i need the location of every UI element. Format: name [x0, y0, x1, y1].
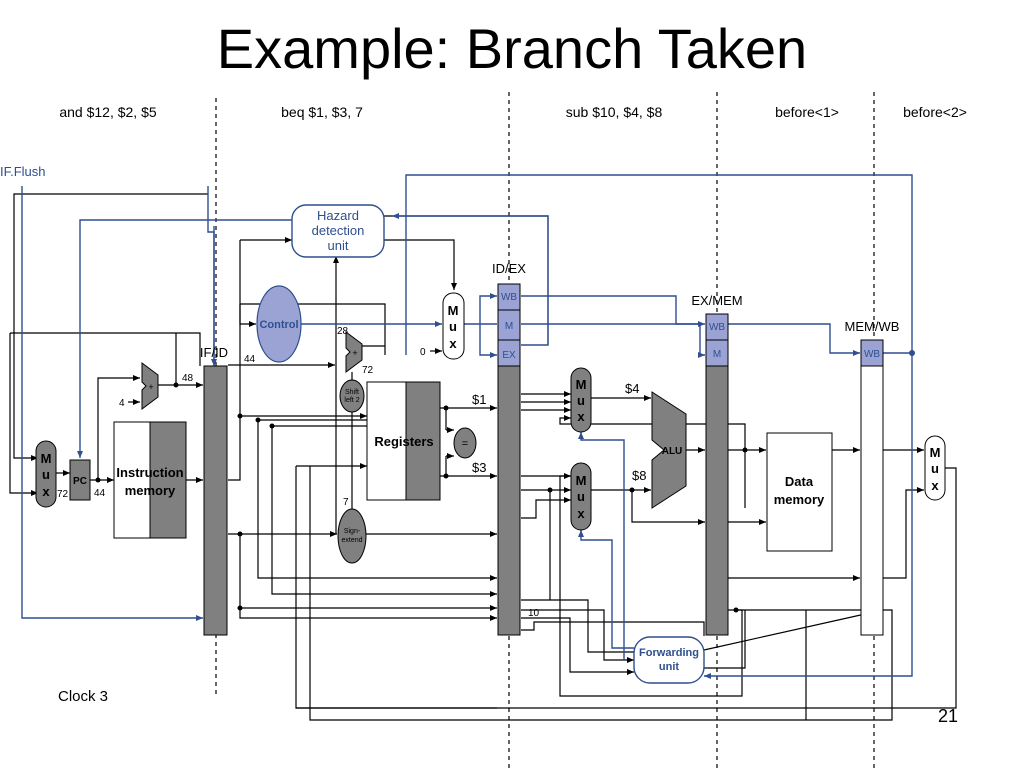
rd-field-value: 10 [528, 608, 540, 619]
pc-in-value: 72 [57, 489, 69, 500]
adder-out-value: 48 [182, 373, 194, 384]
hazard-detection-unit: Hazard detection unit [291, 204, 385, 258]
svg-text:memory: memory [774, 492, 825, 507]
writeback-mux: M u x [924, 435, 946, 501]
alu-mux-b: M u x [570, 462, 592, 531]
rt-value: $3 [472, 460, 486, 475]
svg-text:u: u [42, 467, 50, 482]
svg-text:Hazard: Hazard [317, 208, 359, 223]
alu-mux-a: M u x [570, 367, 592, 433]
pc-out-value: 44 [94, 488, 106, 499]
svg-text:u: u [577, 393, 585, 408]
instruction-memory: Instruction memory [113, 421, 187, 539]
svg-text:M: M [713, 349, 721, 360]
control-mux: M u x [442, 292, 465, 360]
id-ex-label: ID/EX [492, 261, 526, 276]
clock-label: Clock 3 [58, 688, 108, 705]
branch-adder: + [345, 331, 363, 373]
instruction-if: and $12, $2, $5 [59, 104, 157, 120]
slide-title: Example: Branch Taken [216, 17, 808, 80]
svg-text:M: M [41, 451, 52, 466]
slide-number: 21 [938, 706, 959, 726]
id-ex-register: WB M EX [497, 283, 521, 636]
instruction-wb: before<2> [903, 104, 967, 120]
svg-text:u: u [931, 461, 939, 476]
svg-text:x: x [577, 506, 585, 521]
ifid-pc-value: 44 [244, 354, 256, 365]
svg-text:x: x [931, 478, 939, 493]
rs-value: $1 [472, 392, 486, 407]
branch-target-value: 72 [362, 365, 374, 376]
shift-left-2: Shift left 2 [339, 379, 365, 413]
sign-in-value: 7 [343, 497, 349, 508]
svg-text:M: M [576, 377, 587, 392]
pc-adder: + [141, 362, 159, 410]
alu-b-value: $8 [632, 468, 646, 483]
svg-text:Control: Control [259, 319, 298, 331]
svg-text:M: M [576, 473, 587, 488]
equality-comparator: = [453, 427, 477, 459]
svg-text:Forwarding: Forwarding [639, 647, 699, 659]
if-id-register [203, 365, 228, 636]
register-file: Registers [366, 381, 441, 501]
if-id-label: IF/ID [200, 345, 228, 360]
svg-text:detection: detection [312, 223, 365, 238]
pc-mux: M u x [35, 440, 57, 508]
sign-extend: Sign- extend [337, 508, 367, 564]
svg-text:extend: extend [341, 537, 362, 544]
data-memory: Data memory [766, 432, 833, 552]
svg-text:M: M [505, 321, 513, 332]
svg-text:x: x [42, 484, 50, 499]
if-flush-label: IF.Flush [0, 164, 46, 179]
mem-wb-label: MEM/WB [845, 319, 900, 334]
svg-text:EX: EX [502, 350, 516, 361]
ex-mem-label: EX/MEM [691, 293, 742, 308]
svg-text:u: u [577, 489, 585, 504]
svg-text:Sign-: Sign- [344, 528, 361, 535]
instruction-mem: before<1> [775, 104, 839, 120]
svg-text:WB: WB [501, 292, 517, 303]
svg-text:unit: unit [328, 238, 349, 253]
svg-text:memory: memory [125, 483, 176, 498]
svg-text:Instruction: Instruction [116, 465, 183, 480]
svg-text:=: = [462, 438, 468, 450]
alu-a-value: $4 [625, 381, 639, 396]
svg-text:WB: WB [864, 349, 880, 360]
svg-text:Data: Data [785, 474, 814, 489]
svg-text:left 2: left 2 [344, 397, 359, 404]
branch-offset-value: 28 [337, 326, 349, 337]
instruction-id: beq $1, $3, 7 [281, 104, 363, 120]
forwarding-unit: Forwarding unit [633, 636, 705, 684]
ex-mem-register: WB M [705, 313, 729, 636]
mem-wb-register: WB [860, 339, 884, 636]
adder-const: 4 [119, 398, 125, 409]
svg-text:ALU: ALU [662, 446, 683, 457]
svg-text:Shift: Shift [345, 389, 359, 396]
stage-boundaries [215, 92, 875, 768]
svg-text:M: M [930, 445, 941, 460]
svg-text:unit: unit [659, 661, 679, 673]
svg-text:x: x [577, 409, 585, 424]
svg-text:+: + [148, 382, 153, 392]
junction-dots [95, 382, 748, 613]
program-counter: PC [69, 459, 91, 501]
svg-text:PC: PC [73, 476, 87, 487]
svg-text:WB: WB [709, 322, 725, 333]
control-wires [21, 174, 915, 679]
svg-text:x: x [449, 336, 457, 351]
svg-text:Registers: Registers [374, 434, 433, 449]
svg-text:+: + [352, 348, 357, 358]
mux-zero: 0 [420, 347, 426, 358]
instruction-ex: sub $10, $4, $8 [566, 104, 663, 120]
svg-text:M: M [448, 303, 459, 318]
control-unit: Control [256, 285, 302, 363]
alu: ALU [651, 391, 687, 509]
svg-text:u: u [449, 319, 457, 334]
